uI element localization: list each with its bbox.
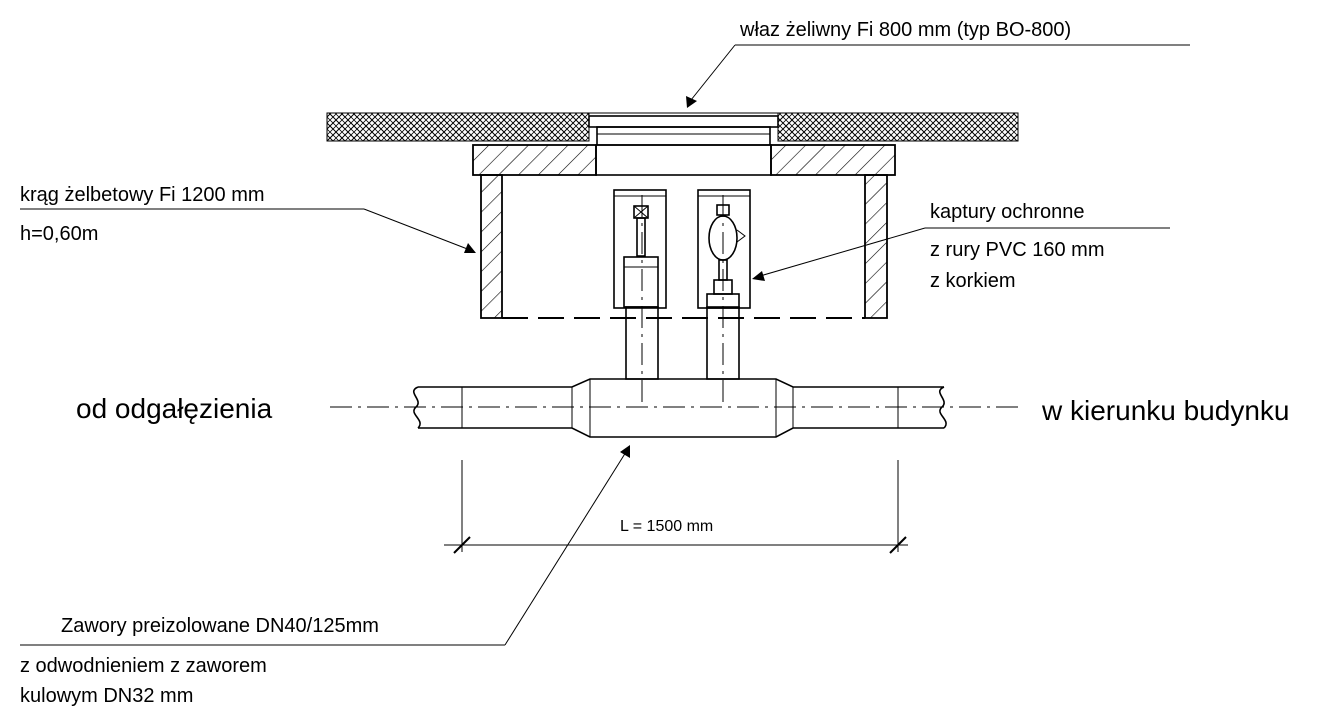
ground-surface [326,112,1019,142]
protective-cap-left [613,189,667,309]
to-building-label: w kierunku budynku [1041,395,1289,426]
from-branch-label: od odgałęzienia [76,393,273,424]
valves-label-line1: Zawory preizolowane DN40/125mm [61,615,379,637]
ring-label-line2: h=0,60m [20,223,98,245]
protective-cap-right [697,189,751,309]
valves-label-line3: kulowym DN32 mm [20,685,193,707]
caps-label-line3: z korkiem [930,270,1016,292]
ring-label-line1: krąg żelbetowy Fi 1200 mm [20,184,265,206]
concrete-ring [480,174,888,319]
preinsulated-pipe [330,378,1020,438]
cover-slab [472,144,896,176]
caps-label-line2: z rury PVC 160 mm [930,239,1104,261]
manhole-cover [588,115,779,146]
dimension-label: L = 1500 mm [620,518,713,535]
valve-stems [625,195,740,405]
manhole-label: właz żeliwny Fi 800 mm (typ BO-800) [739,19,1071,41]
dimension-line [444,460,908,554]
valves-label-line2: z odwodnieniem z zaworem [20,655,267,677]
leader-lines [20,44,1190,646]
caps-label-line1: kaptury ochronne [930,201,1085,223]
